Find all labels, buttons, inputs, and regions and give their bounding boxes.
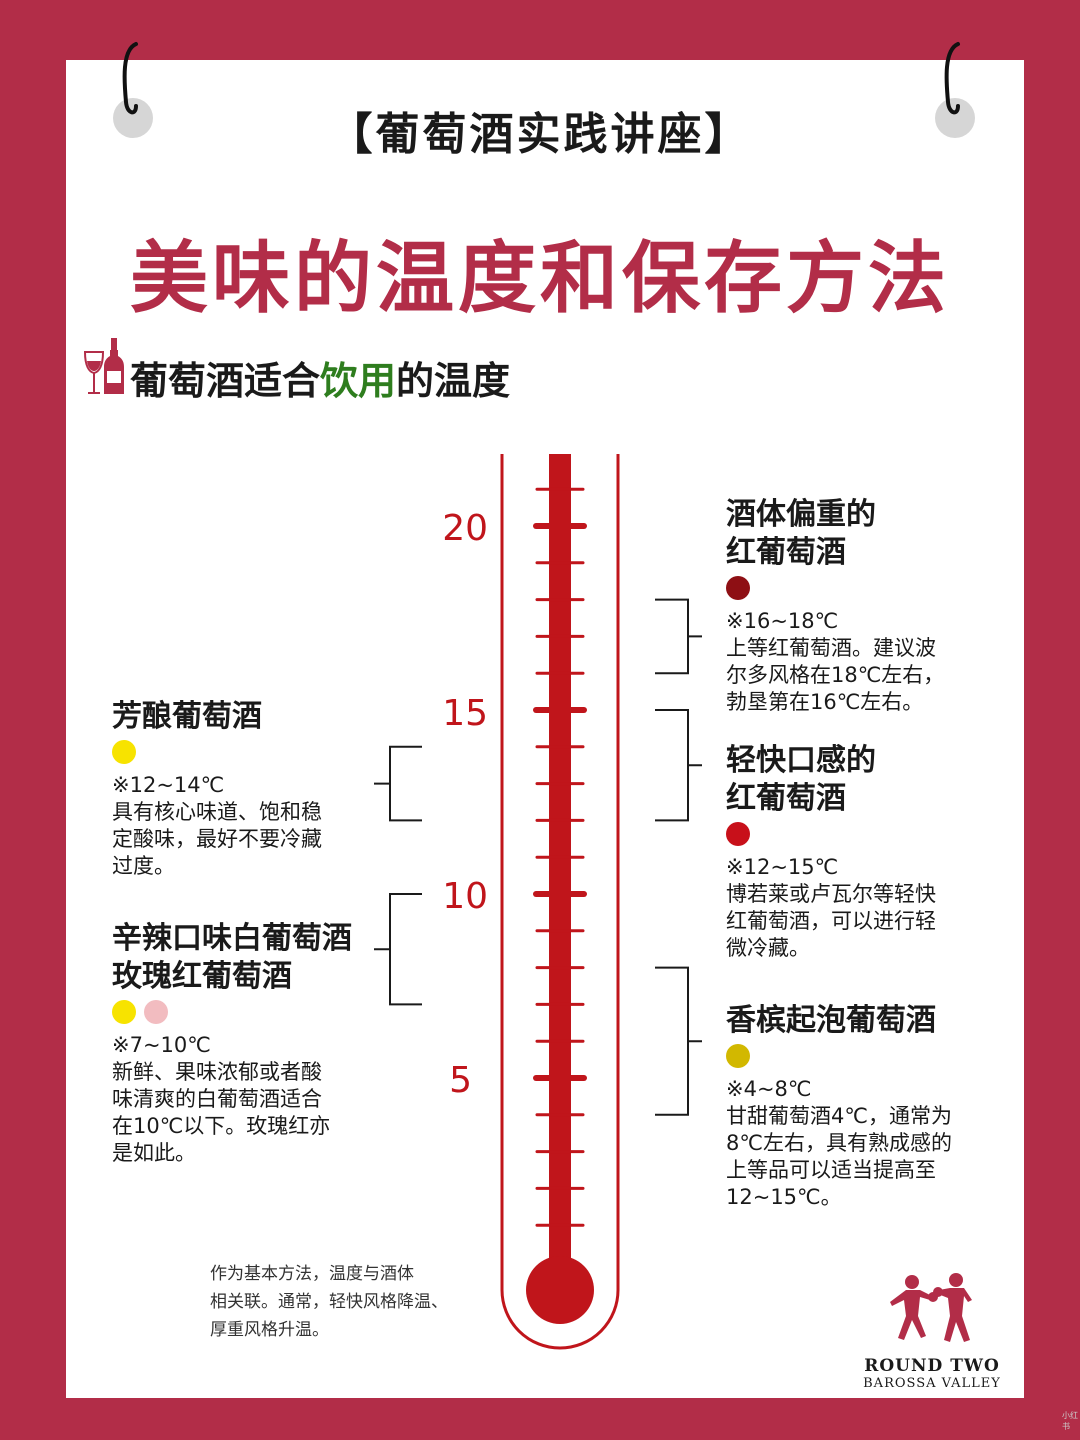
wine-block-dry-white-rose: 辛辣口味白葡萄酒 玫瑰红葡萄酒 ※7~10℃ 新鲜、果味浓郁或者酸 味清爽的白葡… [112, 920, 352, 1167]
wine-block-full-bodied-red: 酒体偏重的 红葡萄酒 ※16~18℃ 上等红葡萄酒。建议波 尔多风格在18℃左右… [726, 496, 944, 716]
wine-description-line: 8℃左右，具有熟成感的 [726, 1131, 952, 1155]
brand-name: ROUND TWO [864, 1356, 1000, 1376]
wine-description-line: 在10℃以下。玫瑰红亦 [112, 1114, 331, 1138]
wine-glass-bottle-icon [83, 338, 124, 394]
range-bracket [655, 966, 702, 1116]
binder-ring-right-icon [944, 42, 960, 115]
poster-card [66, 60, 1024, 1398]
wine-description-line: 味清爽的白葡萄酒适合 [112, 1087, 322, 1111]
wine-description-line: 12~15℃。 [726, 1185, 842, 1209]
temperature-range: ※12~15℃ [726, 855, 839, 879]
range-bracket [655, 598, 702, 675]
temperature-range: ※16~18℃ [726, 609, 839, 633]
section-heading-prefix: 葡萄酒适合 [130, 359, 321, 403]
page-title: 美味的温度和保存方法 [129, 234, 950, 324]
wine-block-sparkling: 香槟起泡葡萄酒 ※4~8℃ 甘甜葡萄酒4℃，通常为 8℃左右，具有熟成感的 上等… [726, 1002, 952, 1211]
footnote-line: 作为基本方法，温度与酒体 [210, 1264, 414, 1284]
wine-description-line: 是如此。 [112, 1141, 196, 1165]
wine-color-dot [726, 576, 750, 600]
wine-description-line: 勃垦第在16℃左右。 [726, 690, 924, 714]
wine-name-line: 红葡萄酒 [726, 781, 846, 816]
wine-description-line: 上等品可以适当提高至 [726, 1158, 936, 1182]
wine-name-line: 红葡萄酒 [726, 535, 846, 570]
footnote-line: 厚重风格升温。 [210, 1320, 329, 1340]
wine-color-dot [144, 1000, 168, 1024]
wine-description-line: 甘甜葡萄酒4℃，通常为 [726, 1104, 952, 1128]
wine-description-line: 博若莱或卢瓦尔等轻快 [726, 882, 936, 906]
binder-ring-left-icon [122, 42, 138, 115]
series-header: 【葡萄酒实践讲座】 [328, 109, 752, 160]
temperature-range: ※12~14℃ [112, 773, 225, 797]
scale-label-15: 15 [442, 693, 488, 734]
wine-color-dot [726, 1044, 750, 1068]
wine-name-line: 酒体偏重的 [726, 497, 876, 532]
range-bracket [374, 893, 422, 1006]
thermometer-bulb [526, 1256, 594, 1324]
wine-description-line: 定酸味，最好不要冷藏 [112, 827, 322, 851]
wine-color-dot [726, 822, 750, 846]
wine-description-line: 微冷藏。 [726, 936, 810, 960]
wine-name-line: 芳酿葡萄酒 [112, 699, 262, 734]
wine-name-line: 香槟起泡葡萄酒 [726, 1003, 936, 1038]
wine-description-line: 上等红葡萄酒。建议波 [726, 636, 936, 660]
wine-name-line: 辛辣口味白葡萄酒 [112, 921, 352, 956]
scale-label-5: 5 [449, 1060, 472, 1101]
wine-name-line: 轻快口感的 [726, 743, 876, 778]
temperature-range: ※4~8℃ [726, 1077, 812, 1101]
thermometer-column [549, 454, 571, 1284]
temperature-range: ※7~10℃ [112, 1033, 211, 1057]
range-bracket [655, 709, 702, 822]
watermark: 小红书 [1062, 1411, 1078, 1431]
wine-description-line: 具有核心味道、饱和稳 [112, 800, 322, 824]
wine-description-line: 过度。 [112, 854, 175, 878]
brand-subtitle: BAROSSA VALLEY [863, 1376, 1001, 1391]
wine-description-line: 尔多风格在18℃左右， [726, 663, 945, 687]
wine-color-dot [112, 740, 136, 764]
scale-label-10: 10 [442, 876, 488, 917]
footnote-line: 相关联。通常，轻快风格降温、 [210, 1292, 448, 1312]
range-bracket [374, 745, 422, 822]
wine-description-line: 新鲜、果味浓郁或者酸 [112, 1060, 322, 1084]
wine-block-light-red: 轻快口感的 红葡萄酒 ※12~15℃ 博若莱或卢瓦尔等轻快 红葡萄酒，可以进行轻… [726, 742, 936, 962]
section-heading-highlight: 饮用 [320, 359, 397, 403]
scale-label-20: 20 [442, 508, 488, 549]
wine-color-dot [112, 1000, 136, 1024]
section-heading: 葡萄酒适合饮用的温度 [130, 350, 510, 405]
section-heading-suffix: 的温度 [396, 359, 511, 403]
wine-name-line: 玫瑰红葡萄酒 [112, 959, 292, 994]
footnote: 作为基本方法，温度与酒体 相关联。通常，轻快风格降温、 厚重风格升温。 [210, 1260, 448, 1344]
boxers-icon [890, 1273, 972, 1342]
wine-block-aromatic: 芳酿葡萄酒 ※12~14℃ 具有核心味道、饱和稳 定酸味，最好不要冷藏 过度。 [112, 698, 322, 880]
wine-description-line: 红葡萄酒，可以进行轻 [726, 909, 936, 933]
binder-hole-left [113, 98, 153, 138]
binder-hole-right [935, 98, 975, 138]
brand-logo: ROUND TWO BAROSSA VALLEY [852, 1270, 1012, 1391]
